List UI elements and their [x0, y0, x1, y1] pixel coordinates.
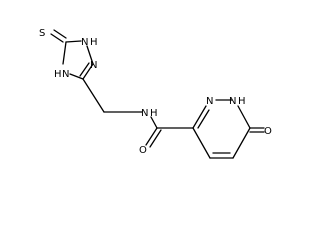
bond-c3r-n2r-double-a	[192, 105, 207, 129]
bonds	[50, 29, 265, 159]
atom-h4: H	[150, 108, 158, 119]
atom-h1: H	[90, 37, 98, 48]
bond-c5-n1	[65, 40, 82, 43]
bond-c3r-n2r-double-b	[197, 109, 210, 129]
bond-c3-ch2	[82, 78, 105, 113]
bond-carbonyl-o-double-b	[149, 129, 162, 148]
atom-o2: O	[264, 126, 272, 137]
bond-n1-n2	[86, 45, 94, 65]
bond-n1r-c6r	[237, 105, 251, 129]
bond-carbonyl-o-double-a	[145, 127, 158, 146]
atom-n3: N	[62, 69, 69, 80]
atom-n4: N	[141, 108, 148, 119]
atom-n5: N	[206, 96, 213, 107]
atom-labels: S N H N H N N H O N N H O	[39, 28, 272, 156]
atom-n2: N	[90, 60, 97, 71]
bond-c4r-c3r	[192, 127, 211, 159]
molecule-diagram: S N H N H N N H O N N H O	[39, 28, 272, 159]
bond-c3-n4	[69, 73, 84, 80]
atom-h6: H	[238, 96, 246, 107]
bond-c6r-c5r	[232, 127, 251, 159]
atom-h2: H	[54, 69, 62, 80]
atom-n6: N	[229, 96, 236, 107]
atom-n1: N	[81, 37, 88, 48]
bond-n4-c5	[62, 41, 67, 65]
bond-n2-c3-double-b	[79, 62, 90, 77]
atom-s1: S	[39, 28, 45, 39]
atom-o1: O	[139, 145, 147, 156]
bond-n2-c3-double-a	[82, 63, 94, 80]
bond-thione-double-b	[53, 29, 67, 39]
bond-nh-carbonyl	[150, 116, 158, 129]
bond-thione-double-a	[50, 33, 64, 43]
